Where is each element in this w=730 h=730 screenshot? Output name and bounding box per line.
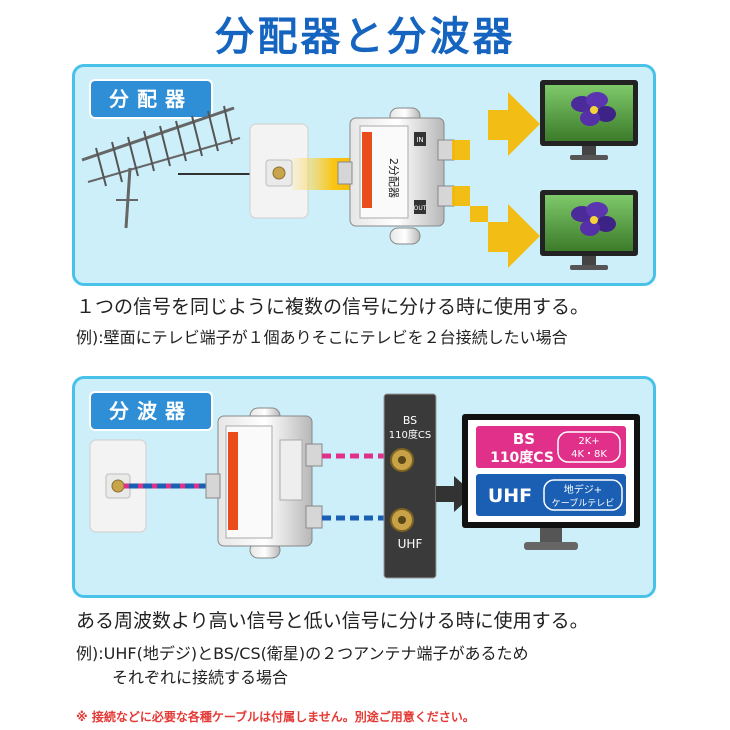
tv-uhf-detail-2: ケーブルテレビ: [552, 497, 614, 509]
diplexer-diagram: BS 110度CS UHF BS 110度CS 2K+ 4K・8K UHF 地デ…: [89, 393, 640, 579]
signal-arrow-bottom: [452, 186, 540, 268]
splitter-label: 分配器: [91, 81, 211, 117]
tv-resolution-badge: [557, 431, 621, 463]
monitor-icon: [540, 190, 638, 270]
splitter-in-mark: IN: [416, 136, 423, 144]
splitter-description: １つの信号を同じように複数の信号に分ける時に使用する。: [76, 296, 590, 318]
main-title: 分配器と分波器: [214, 14, 516, 60]
tv-uhf-detail-1: 地デジ+: [564, 483, 602, 496]
signal-arrow-top: [452, 92, 540, 160]
diplexer-description: ある周波数より高い信号と低い信号に分ける時に使用する。: [76, 610, 589, 632]
wall-outlet-icon: [89, 439, 147, 533]
tv-bs-subtitle: 110度CS: [490, 449, 554, 466]
antenna-icon: [81, 105, 250, 229]
tv-bs-res-2: 4K・8K: [571, 449, 607, 460]
connector-arrow: [436, 476, 474, 512]
tv-bs-res-1: 2K+: [578, 436, 599, 447]
tv-uhf-title: UHF: [488, 485, 532, 507]
tv-bs-title: BS: [513, 430, 535, 448]
diplexer-device-icon: [205, 407, 323, 559]
antenna-terminal-plate: BS 110度CS UHF: [383, 393, 437, 579]
tv-uhf-badge: [543, 479, 623, 511]
splitter-device-icon: 2分配器 IN OUT: [337, 107, 455, 245]
connector-icon: [390, 448, 414, 472]
splitter-device-text: 2分配器: [387, 158, 400, 198]
monitor-icon: [540, 80, 638, 160]
uhf-connector-label: UHF: [398, 537, 423, 551]
connector-icon: [390, 508, 414, 532]
diplexer-label: 分波器: [91, 393, 211, 429]
cs-connector-label: 110度CS: [389, 428, 431, 441]
cable-note: ※ 接続などに必要な各種ケーブルは付属しません。別途ご用意ください。: [76, 710, 475, 724]
monitor-icon: [462, 414, 640, 550]
bs-connector-label: BS: [403, 414, 417, 427]
splitter-example: 例):壁面にテレビ端子が１個ありそこにテレビを２台接続したい場合: [76, 328, 568, 347]
splitter-out-mark: OUT: [414, 205, 427, 212]
splitter-diagram: 2分配器 IN OUT: [81, 80, 638, 270]
wall-outlet-icon: [249, 123, 309, 219]
flower-icon: [571, 92, 616, 126]
diplexer-example-line2: それぞれに接続する場合: [112, 668, 289, 687]
diplexer-example-line1: 例):UHF(地デジ)とBS/CS(衛星)の２つアンテナ端子があるため: [76, 644, 529, 663]
flower-icon: [571, 202, 616, 236]
